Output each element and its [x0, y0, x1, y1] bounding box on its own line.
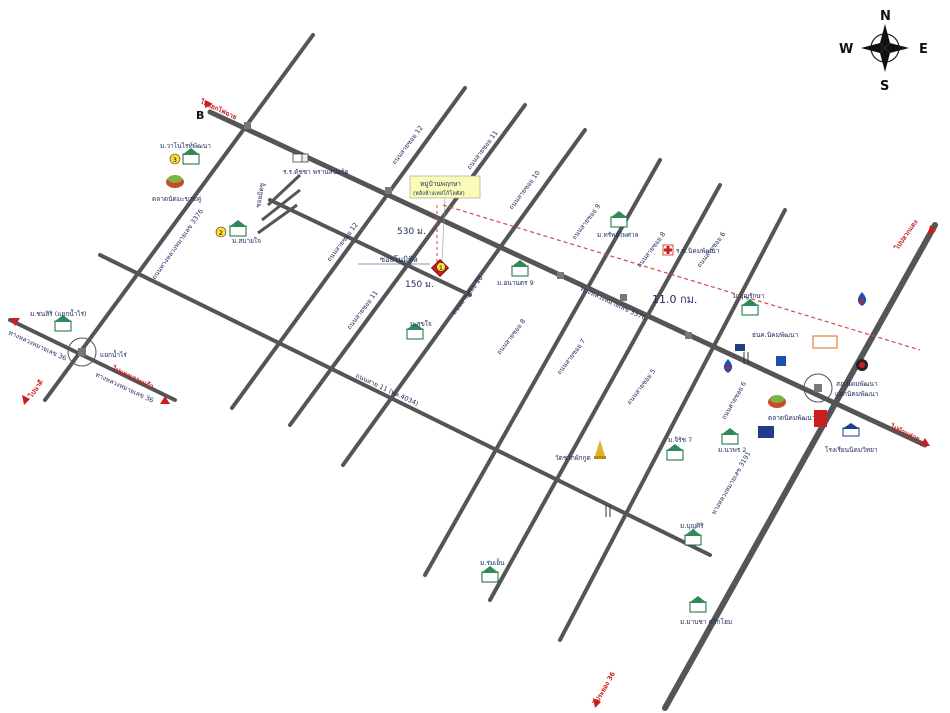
house-icon	[741, 299, 759, 316]
hospital-icon	[662, 244, 674, 256]
temple: วัดชากผักกูด	[555, 454, 591, 462]
house-icon	[689, 596, 707, 613]
dist-150: 150 ม.	[405, 280, 434, 290]
village-chainsiri: ม.ชนสิริ (แยกน้ำไร่)	[30, 309, 87, 318]
road-4034	[98, 253, 712, 557]
dest-right-top: ไปปลวกแดง	[892, 218, 920, 252]
soi-mitsu-lines	[257, 173, 302, 235]
police: สภ.นิคมพัฒนา	[836, 380, 878, 388]
house-icon	[684, 529, 702, 546]
village-nawa: ม.นวพร 2	[718, 446, 746, 454]
road-label-soi-mitsu: ซอยมิตซู	[254, 182, 266, 209]
house-icon	[721, 428, 739, 445]
road-soi12a	[43, 33, 315, 402]
junction-1: แยกน้ำไร่	[100, 350, 127, 359]
shop-icon	[814, 410, 827, 427]
road-label-soi5: ถนนสายซอย 5	[625, 367, 657, 406]
village-sukjai: ม.สุขใจ	[410, 320, 432, 328]
bank-icon	[735, 344, 745, 351]
road-label-soi7: ถนนสายซอย 7	[555, 337, 587, 376]
road-label-soi8: ถนนสายซอย 8	[635, 230, 667, 269]
market-icon	[166, 175, 184, 188]
road-secondary	[268, 198, 472, 297]
road-label-soi12a: ถนนสายซอย 12	[390, 124, 425, 166]
house-icon	[481, 566, 499, 583]
store-icon	[812, 335, 838, 349]
road-soi11a	[230, 86, 467, 410]
house-icon	[511, 260, 529, 277]
road-highway-3376	[207, 109, 928, 448]
soi-label: ซอยโนมิซิล	[380, 255, 418, 264]
project-name: หมู่บ้านพฤกษา	[420, 180, 461, 188]
gas-icon	[857, 292, 867, 306]
road-soi5	[558, 208, 787, 642]
village-anan: ม.อนานตร 9	[497, 279, 534, 287]
house-icon	[54, 315, 72, 332]
project-subtitle: (หลังห้างเทสโก้โลตัส)	[413, 189, 465, 197]
road-label-hw3376b: ทางหลวงหมายเลข 3376	[579, 285, 647, 322]
road-highway-36	[8, 318, 177, 402]
hospital: ร.พ.นิคมพัฒนา	[676, 247, 720, 255]
junction-circle-2	[803, 373, 833, 403]
house-icon	[229, 220, 247, 237]
distance-main: 11.0 กม.	[652, 293, 697, 306]
compass-e: E	[919, 42, 928, 57]
road-network-2	[8, 109, 928, 557]
market-1: ตลาดนัดมะขามคู่	[152, 195, 201, 203]
places: 3 ม.วาโนไรท์พัฒนา ตลาดนัดมะขามคู่ 2 ม.สบ…	[30, 108, 879, 626]
temple-icon	[594, 440, 606, 459]
bank: ธนค.นิคมพัฒนา	[752, 331, 799, 339]
road-label-soi6b: ถนนสายซอย 6	[720, 380, 748, 421]
village-bunruksa: ม.บุญรักษา	[733, 292, 765, 300]
house-icon	[406, 323, 424, 340]
svg-text:B: B	[196, 109, 204, 122]
compass-s: S	[880, 79, 889, 94]
gas-icon	[723, 359, 733, 373]
road-soi6	[488, 183, 722, 602]
project-number: 1	[439, 265, 443, 272]
house-icon	[610, 211, 628, 228]
dest-left: ไปนาดี	[26, 378, 45, 400]
road-label-soi10: ถนนสายซอย 10	[507, 169, 542, 211]
village-jirat: ม.จิรัช 7	[668, 436, 692, 444]
village-3: ม.วาโนไรท์พัฒนา	[160, 142, 211, 150]
road-soi9	[341, 128, 587, 467]
school-icon	[842, 423, 860, 437]
market-icon	[768, 395, 786, 408]
road-network	[43, 33, 938, 711]
rail-crossing-icon	[605, 352, 749, 517]
junction-2: แยกนิคมพัฒนา	[835, 390, 879, 398]
village-bunsiri: ม.บุญศิริ	[680, 522, 704, 530]
house-icon	[182, 148, 200, 165]
route-line	[442, 204, 921, 351]
village-sapsombat: ม.ทรัพย์ไพศาล	[597, 231, 639, 239]
market-2: ตลาดนิคมพัฒนา	[768, 414, 816, 422]
village-mabcha: ม.มาบชา ควิกโฮม	[680, 618, 732, 626]
village-2: ม.สบายใจ	[232, 237, 261, 245]
compass-w: W	[839, 42, 853, 57]
school-1: ร.ร.ดัชชา พรานสปอร์ต	[283, 168, 348, 176]
road-label-soi8b: ถนนสายซอย 8	[495, 317, 527, 356]
num-2: 2	[219, 230, 223, 237]
school-icon	[292, 153, 309, 163]
house-icon	[666, 444, 684, 461]
compass-n: N	[880, 9, 891, 24]
village-ruamyen: ม.ร่มเย็น	[480, 558, 505, 567]
road-label-soi10b: ถนนสายซอย 10	[450, 274, 485, 316]
compass: N S E W	[839, 9, 928, 94]
project-callout: หมู่บ้านพฤกษา (หลังห้างเทสโก้โลตัส)	[409, 175, 481, 263]
junction-circle-1	[67, 337, 97, 367]
road-label-hw3191: ทางหลวงหมายเลข 3191	[710, 450, 753, 516]
school-2: โรงเรียนนิคมวิทยา	[825, 446, 878, 454]
road-soi8	[423, 158, 662, 577]
road-highway-3191	[662, 222, 938, 711]
road-labels: ถนนสายซอย 12 ถนนสายซอย 11 ถนนสายซอย 10 ถ…	[7, 124, 752, 516]
dist-530: 530 ม.	[397, 227, 426, 237]
brand-logo-icon: B	[195, 108, 205, 122]
bank-icon	[758, 426, 774, 438]
num-3: 3	[173, 157, 177, 164]
